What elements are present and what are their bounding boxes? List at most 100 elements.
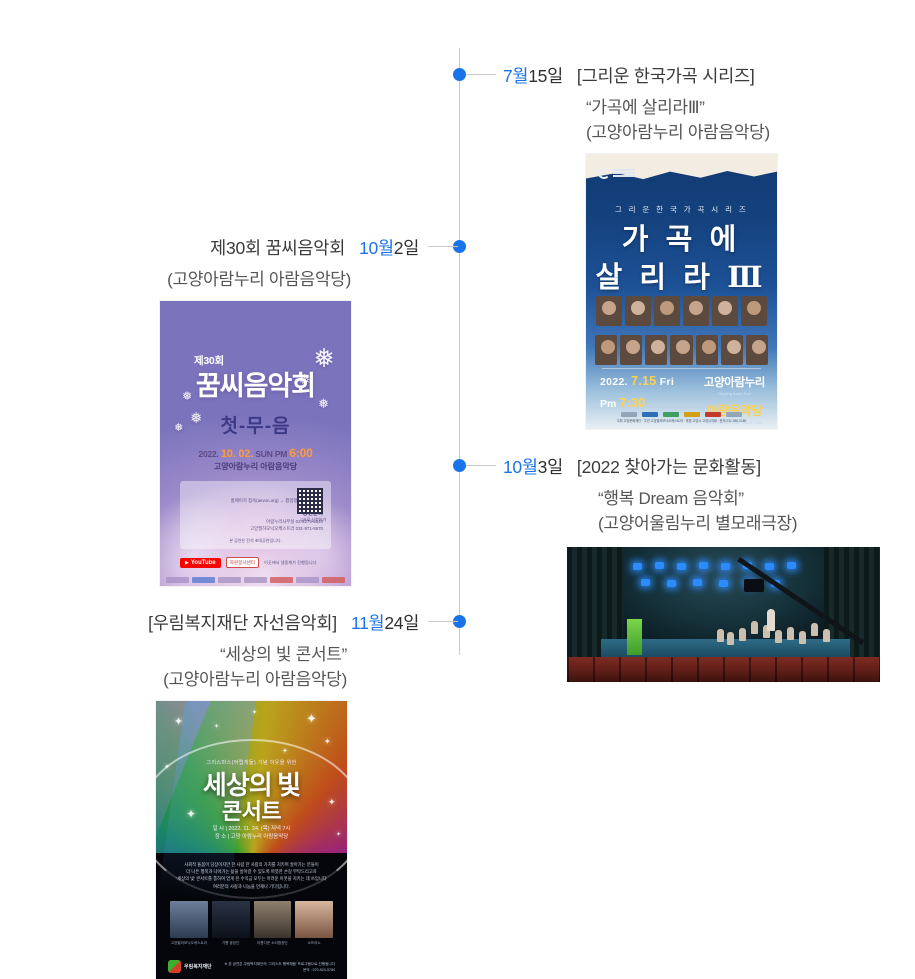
poster-arc: [156, 739, 347, 899]
entry-date-month: 10월: [503, 457, 538, 477]
star-field: ✦ ✦ ✦ ✦ ✦ ✦ ✦ ✦ ✦ ✦: [164, 710, 342, 838]
poster-body-line-2: 더 나은 행복과 나아가는 삶을 살아갈 수 있도록 따뜻한 손길 부탁드리고자: [186, 869, 317, 875]
timeline-node-2[interactable]: [453, 240, 466, 253]
butterfly-icon: ❅: [318, 396, 329, 411]
qr-code-label: QR로 신청하기: [300, 517, 326, 522]
entry-venue: (고양아람누리 아람음악당): [586, 123, 770, 142]
reservation-text: 홈페이지 접속(aevon.org) → 팝업창에서 신청하기: [230, 498, 323, 503]
poster-time-big: 6:00: [289, 446, 313, 460]
timeline-entry-october-3[interactable]: 10월3일 [2022 찾아가는 문화활동] “행복 Dream 음악회” (고…: [503, 454, 880, 682]
entry-headline: [2022 찾아가는 문화활동]: [576, 457, 761, 477]
poster-datetime: 2022. 7.15 Fri Pm 7:30: [600, 374, 674, 425]
poster-body-line-1: 사회적 돌봄이 당장이지만 한 사람 한 사람의 가치를 지키며 살아가는 분들…: [184, 862, 319, 867]
entry-headline: [우림복지재단 자선음악회]: [148, 613, 337, 633]
butterfly-icon: ❅: [174, 422, 184, 434]
photo-haengbok-dream-concert-stage[interactable]: [567, 547, 880, 682]
entry-date: 7월15일: [503, 63, 563, 88]
poster-youtube-row: ▶ YouTube 자원봉사센터 이곳에서 생중계가 진행됩니다: [180, 556, 331, 569]
entry-date-month: 10월: [359, 238, 394, 258]
timeline-entry-october-2[interactable]: 제30회 꿈씨음악회 10월2일 (고양아람누리 아람음악당) ❅ ❅ ❅ ❅ …: [160, 235, 419, 586]
poster-title: 꿈씨음악회: [195, 371, 316, 401]
poster-datetime-venue: 일 시 | 2022. 11. 24. (목) 저녁 7시 장 소 | 고양 아…: [156, 825, 347, 841]
entry-detail: (고양아람누리 아람음악당): [160, 267, 351, 292]
entry-detail: “가곡에 살리라Ⅲ” (고양아람누리 아람음악당): [586, 95, 777, 145]
butterfly-icon: ❅: [298, 372, 311, 389]
timeline-connector-3: [466, 465, 496, 466]
photo-canvas: [567, 547, 880, 682]
youtube-label: YouTube: [190, 559, 216, 566]
stage-conductor: [767, 609, 775, 631]
butterfly-icon: ❅: [190, 410, 203, 427]
poster-credits: 주최 고양문화재단 · 주관 고양필하모닉오케스트라 · 후원 고양시 고양시의…: [596, 411, 767, 425]
auditorium-seats: [567, 657, 880, 682]
entry-header: 7월15일 [그리운 한국가곡 시리즈]: [503, 63, 777, 88]
entry-detail: “행복 Dream 음악회” (고양어울림누리 별모래극장): [598, 486, 880, 536]
entry-date-month: 7월: [503, 66, 529, 86]
timeline-entry-july-15[interactable]: 7월15일 [그리운 한국가곡 시리즈] “가곡에 살리라Ⅲ” (고양아람누리 …: [503, 63, 777, 429]
timeline-entry-november-24[interactable]: [우림복지재단 자선음악회] 11월24일 “세상의 빛 콘서트” (고양아람누…: [148, 610, 419, 979]
poster-datetime: 2022. 10. 02. SUN PM 6:00: [160, 446, 351, 460]
poster-footer: 우림복지재단 ※ 본 공연은 우림복지재단의 ‘그리스도 행복채움’ 프로그램으…: [168, 960, 335, 973]
entry-date-month: 11월: [350, 613, 385, 633]
entry-venue: (고양어울림누리 별모래극장): [598, 514, 798, 533]
entry-subtitle: “세상의 빛 콘서트”: [220, 645, 347, 664]
entry-header: 10월3일 [2022 찾아가는 문화활동]: [503, 454, 880, 479]
entry-detail: “세상의 빛 콘서트” (고양아람누리 아람음악당): [148, 642, 347, 692]
stage-floor: [601, 639, 850, 659]
entry-date: 11월24일: [351, 610, 419, 635]
entry-date-day: 3일: [537, 457, 564, 477]
poster-fine-print: ※ 본 공연은 우림복지재단의 ‘그리스도 행복채움’ 프로그램으로 진행됩니다…: [224, 961, 335, 973]
entry-date-day: 24일: [384, 613, 419, 633]
butterfly-icon: ❅: [313, 343, 335, 373]
qr-code-icon[interactable]: [297, 488, 323, 514]
poster-body-text: 사회적 돌봄이 당장이지만 한 사람 한 사람의 가치를 지키며 살아가는 분들…: [170, 861, 333, 890]
poster-title-line-1: 가 곡 에: [621, 224, 742, 256]
organizer-name: 우림복지재단: [184, 964, 212, 970]
poster-gagok-e-salliira[interactable]: 그 리 운 한 국 가 곡 시 리 즈 가 곡 에 살 리 라 Ⅲ: [586, 154, 777, 429]
poster-date-big: 7.15: [631, 374, 657, 388]
inquiry-heading: 공연문의: [302, 511, 323, 518]
poster-body-line-3: ‘세상의 빛’ 콘서트를 통하여 얻게 된 수익금 모두는 어려운 이웃을 지키…: [176, 876, 327, 882]
foundation-mark-icon: [168, 960, 181, 973]
poster-series-label: 그 리 운 한 국 가 곡 시 리 즈: [614, 205, 749, 214]
entry-date: 10월3일: [503, 454, 563, 479]
entry-headline: [그리운 한국가곡 시리즈]: [576, 66, 755, 86]
butterfly-icon: ❅: [182, 389, 193, 403]
poster-canvas: 그 리 운 한 국 가 곡 시 리 즈 가 곡 에 살 리 라 Ⅲ: [586, 154, 777, 429]
poster-venue-ko: 고양아람누리: [703, 377, 765, 389]
performer-thumbnail: [253, 901, 292, 938]
poster-performer-thumbnails: [170, 901, 333, 938]
stage-musicians: [717, 615, 837, 645]
inquiry-line-1: 아람누리사무실 02-3279-5140: [266, 519, 323, 525]
poster-hall-en: Aram Concert Hall (Nayak Hall): [706, 420, 763, 425]
poster-kkumssi-concert[interactable]: ❅ ❅ ❅ ❅ ❅ ❅ 제30회 꿈씨음악회 첫-무-음 2022. 10. 0…: [160, 301, 351, 586]
poster-divider: [602, 368, 761, 369]
reservation-note: 본 공연은 전석 초대공연입니다.: [229, 538, 282, 543]
poster-time-label: PM: [274, 449, 288, 459]
entry-venue: (고양아람누리 아람음악당): [167, 270, 351, 289]
entry-subtitle: “행복 Dream 음악회”: [598, 489, 744, 508]
youtube-note: 이곳에서 생중계가 진행됩니다: [264, 559, 317, 565]
poster-kicker: 그리스마스(어렵게들) 기념 이웃을 위한: [206, 760, 297, 766]
sponsor-logos: [596, 411, 767, 417]
orchestra-logo-icon: [598, 167, 635, 179]
thumbnail-caption: 고양필하모닉오케스트라: [170, 941, 208, 945]
poster-meta-line-1: 일 시 | 2022. 11. 24. (목) 저녁 7시: [212, 826, 291, 832]
timeline-node-4[interactable]: [453, 615, 466, 628]
poster-light-of-the-world-concert[interactable]: ✦ ✦ ✦ ✦ ✦ ✦ ✦ ✦ ✦ ✦ 그리스마스(어렵게들) 기념 이웃을 위…: [156, 701, 347, 979]
poster-title-line-2: 살 리 라 Ⅲ: [595, 262, 768, 294]
youtube-button[interactable]: ▶ YouTube: [180, 557, 221, 568]
sponsor-logos: [166, 574, 345, 586]
performer-thumbnail: [295, 901, 333, 938]
entry-date-day: 15일: [528, 66, 563, 86]
timeline-node-3[interactable]: [453, 459, 466, 472]
organizer-logo: 우림복지재단: [168, 960, 212, 973]
timeline-connector-4: [428, 621, 458, 622]
poster-time-prefix: Pm: [600, 398, 617, 410]
youtube-tag: 자원봉사센터: [225, 557, 259, 568]
timeline-node-1[interactable]: [453, 68, 466, 81]
poster-edition: 제30회: [194, 355, 224, 367]
thumbnail-caption: 기쁨 중창단: [221, 941, 240, 945]
poster-venue-en: Goyang Aram Nuri: [718, 391, 751, 396]
